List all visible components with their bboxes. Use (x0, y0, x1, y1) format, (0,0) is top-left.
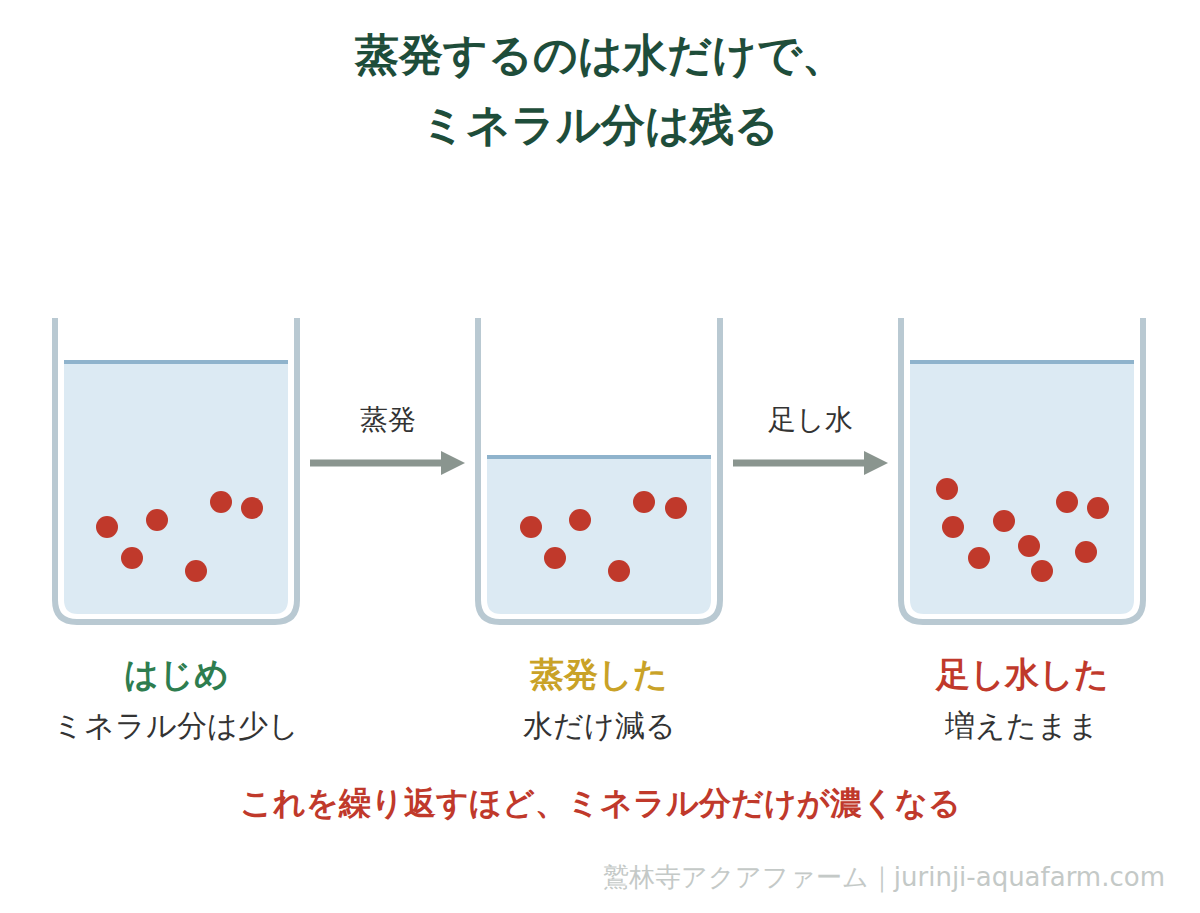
mineral-dot (569, 509, 591, 531)
mineral-dot (633, 491, 655, 513)
water-fill (910, 362, 1134, 614)
mineral-dot (665, 497, 687, 519)
stage-heading: 足し水した (868, 654, 1176, 694)
beaker-illustration (475, 318, 723, 628)
stage-description: 水だけ減る (445, 707, 753, 745)
water-surface (64, 360, 288, 364)
stage-description: ミネラル分は少し (22, 707, 330, 745)
beaker-illustration (898, 318, 1146, 628)
mineral-dot (608, 560, 630, 582)
water-fill (487, 457, 711, 614)
beaker-wall (901, 318, 1143, 622)
arrow-label: 蒸発 (288, 402, 488, 438)
beaker-node: はじめミネラル分は少し (52, 318, 300, 758)
beaker-illustration (52, 318, 300, 628)
water-surface (487, 455, 711, 459)
process-arrow (733, 460, 866, 467)
mineral-dot (1031, 560, 1053, 582)
stage-heading: はじめ (22, 654, 330, 694)
stage-heading: 蒸発した (445, 654, 753, 694)
mineral-dot (1018, 535, 1040, 557)
mineral-dot (241, 497, 263, 519)
mineral-dot (96, 516, 118, 538)
water-fill (64, 362, 288, 614)
watermark: 鷲林寺アクアファーム｜jurinji-aquafarm.com (603, 860, 1165, 894)
beaker-node: 蒸発した水だけ減る (475, 318, 723, 758)
mineral-dot (520, 516, 542, 538)
mineral-dot (968, 547, 990, 569)
mineral-dot (185, 560, 207, 582)
stage-description: 増えたまま (868, 707, 1176, 745)
mineral-dot (121, 547, 143, 569)
mineral-dot (993, 510, 1015, 532)
water-surface (910, 360, 1134, 364)
mineral-dot (936, 478, 958, 500)
mineral-dot (942, 516, 964, 538)
mineral-dot (1087, 497, 1109, 519)
mineral-dot (1075, 541, 1097, 563)
mineral-dot (146, 509, 168, 531)
process-arrow (310, 460, 443, 467)
diagram-caption: これを繰り返すほど、ミネラル分だけが濃くなる (0, 783, 1200, 823)
arrow-label: 足し水 (711, 402, 911, 438)
beaker-node: 足し水した増えたまま (898, 318, 1146, 758)
beaker-wall (55, 318, 297, 622)
mineral-dot (1056, 491, 1078, 513)
diagram-title: 蒸発するのは水だけで、 ミネラル分は残る (200, 20, 1000, 160)
beaker-wall (478, 318, 720, 622)
mineral-dot (210, 491, 232, 513)
mineral-dot (544, 547, 566, 569)
